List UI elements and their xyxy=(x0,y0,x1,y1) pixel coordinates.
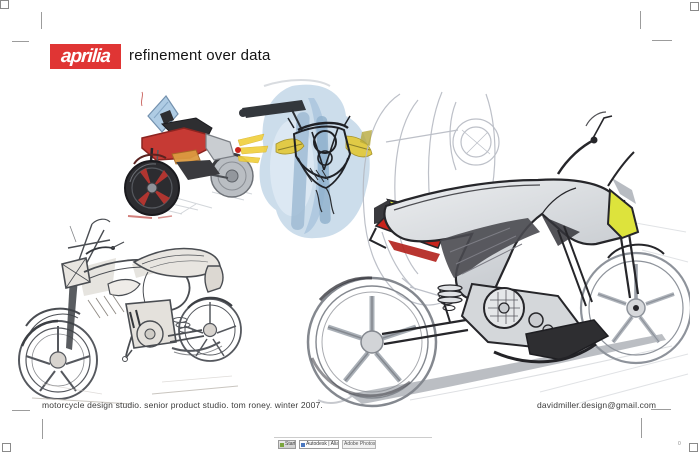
taskbar-window-photoshop[interactable]: Adobe Photoshop xyxy=(342,440,376,449)
selection-handle-top-right[interactable] xyxy=(690,2,699,11)
main-sketch xyxy=(306,91,690,408)
crop-mark xyxy=(12,41,29,42)
taskbar-window-alias[interactable]: Autodesk | Alias... xyxy=(299,440,339,449)
crop-mark xyxy=(42,419,43,439)
selection-handle-bottom-left[interactable] xyxy=(2,443,11,452)
selection-handle-bottom-right[interactable] xyxy=(689,443,698,452)
crop-mark xyxy=(641,418,642,438)
crop-mark xyxy=(41,12,42,29)
email-caption: davidmiller.design@gmail.com xyxy=(537,400,657,410)
crop-mark xyxy=(652,40,672,41)
studio-caption: motorcycle design studio. senior product… xyxy=(42,400,323,410)
taskbar-window-label: Autodesk | Alias... xyxy=(306,441,339,447)
detail-study-sketch xyxy=(239,79,373,239)
aprilia-logo: aprilia xyxy=(50,44,121,69)
concept-sketch xyxy=(124,91,269,219)
start-label: Start xyxy=(285,441,296,447)
windows-logo-icon xyxy=(280,442,284,447)
red-concept-motorcycle-sketch xyxy=(112,90,272,220)
blue-wash-headlamp-detail-study xyxy=(228,78,388,243)
page-marker-text: 0 xyxy=(678,441,681,447)
crop-mark xyxy=(651,409,671,410)
aprilia-logo-text: aprilia xyxy=(60,46,111,67)
crop-mark xyxy=(640,11,641,29)
taskbar: Start Autodesk | Alias... Adobe Photosho… xyxy=(272,436,440,451)
alias-app-icon xyxy=(301,442,305,447)
start-button[interactable]: Start xyxy=(278,440,296,449)
taskbar-window-label: Adobe Photoshop xyxy=(344,441,376,447)
crop-mark xyxy=(12,410,30,411)
page-title: refinement over data xyxy=(129,47,271,64)
lineart-sketch xyxy=(18,218,242,405)
main-motorcycle-sketch xyxy=(290,82,690,412)
selection-handle-top-left[interactable] xyxy=(0,0,9,9)
taskbar-divider xyxy=(274,437,432,438)
lineart-motorcycle-study xyxy=(12,208,247,408)
